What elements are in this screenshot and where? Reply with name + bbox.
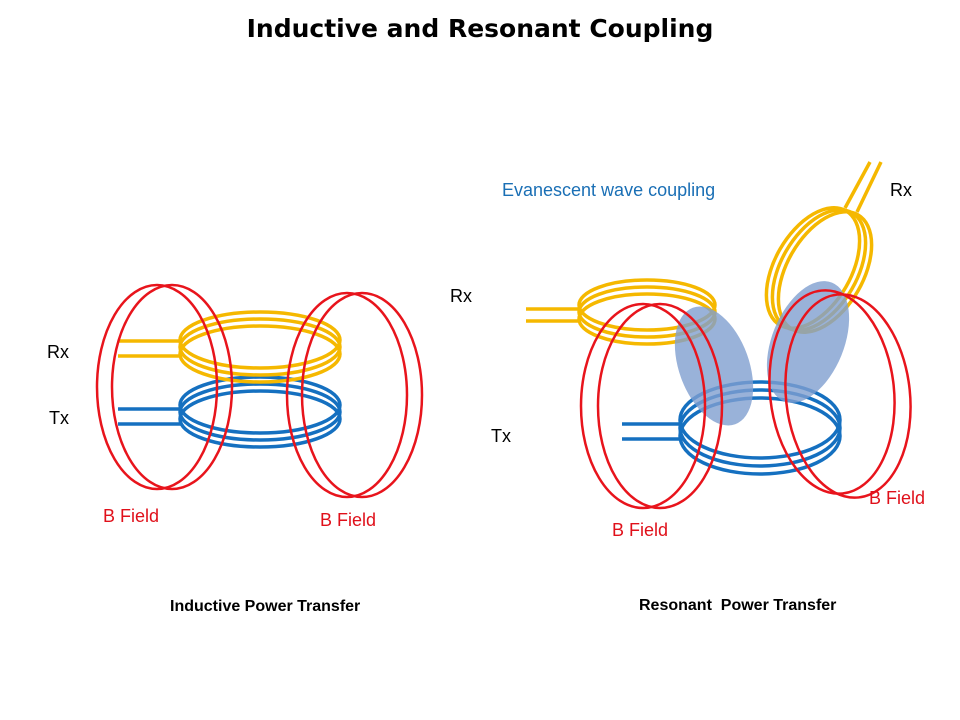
b-field-right-loops [285, 291, 424, 499]
page-title: Inductive and Resonant Coupling [246, 14, 714, 43]
b-field-left-loops [95, 283, 234, 491]
rx-coil-left [118, 310, 342, 384]
rx-lead-wire [843, 161, 872, 209]
inductive-diagram [95, 283, 424, 499]
b-field-label-inductive-right: B Field [320, 510, 377, 530]
caption-inductive: Inductive Power Transfer [170, 598, 361, 615]
b-field-right-right-loops [768, 289, 912, 499]
b-field-label-resonant-right: B Field [869, 488, 926, 508]
rx-label-resonant-left: Rx [450, 286, 472, 306]
evanescent-annotation: Evanescent wave coupling [502, 180, 716, 200]
rx-label-inductive: Rx [47, 342, 69, 362]
b-field-label-resonant-left: B Field [612, 520, 669, 540]
resonant-diagram [526, 161, 912, 510]
tx-coil-right [622, 380, 842, 476]
tx-label-inductive: Tx [49, 408, 69, 428]
caption-resonant: Resonant Power Transfer [639, 597, 837, 614]
tx-coil-left [118, 375, 342, 449]
b-field-label-inductive-left: B Field [103, 506, 160, 526]
rx-lead-wire [855, 161, 883, 213]
coupling-region-left [674, 306, 754, 426]
rx-label-resonant-top: Rx [890, 180, 912, 200]
b-field-right-left-loops [579, 302, 724, 510]
tx-label-resonant: Tx [491, 426, 511, 446]
